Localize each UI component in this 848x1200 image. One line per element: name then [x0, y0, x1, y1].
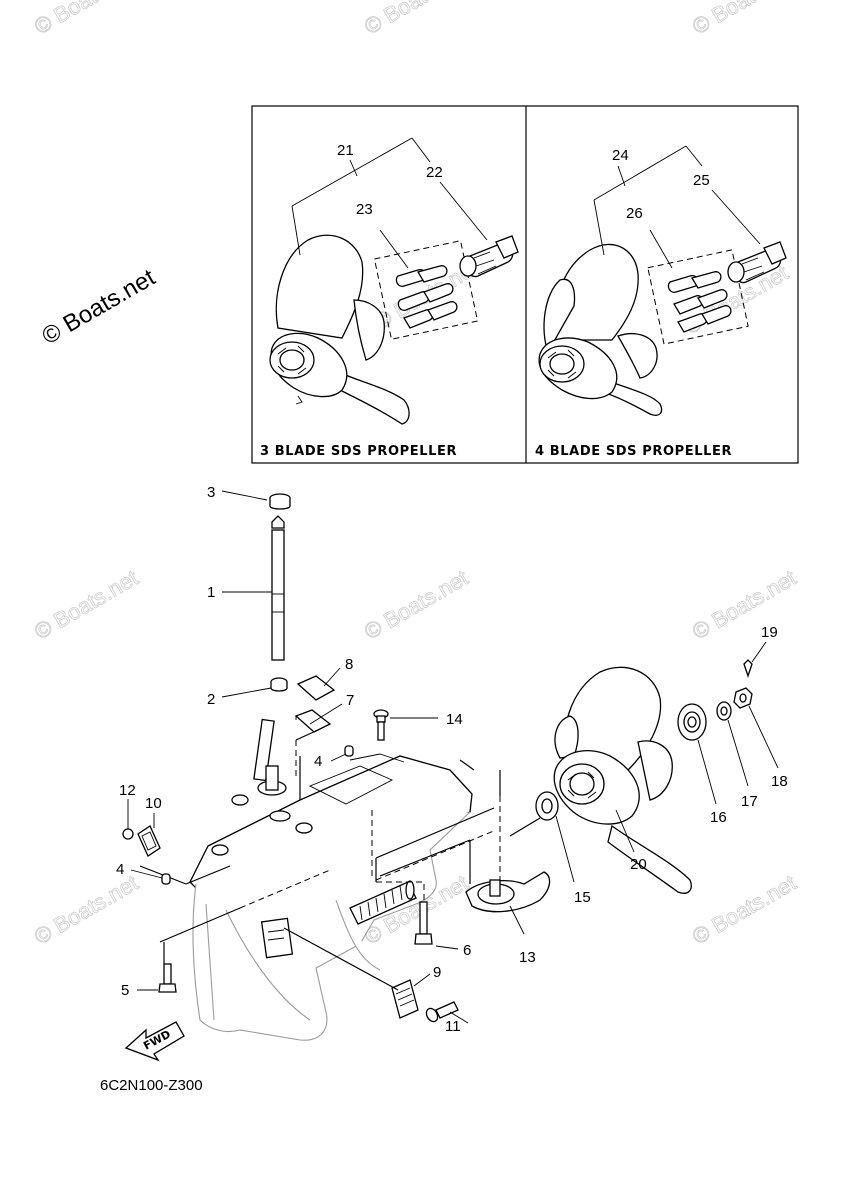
callout-21: 21: [337, 142, 354, 159]
part-12-screw: [122, 799, 134, 840]
watermark: © Boats.net: [30, 0, 142, 39]
callout-25: 25: [693, 172, 710, 189]
callout-1: 1: [207, 584, 215, 601]
three-blade-propeller: [269, 234, 410, 425]
part-7-plate: [294, 703, 343, 733]
part-13-trim-tab: [465, 871, 551, 935]
watermark: © Boats.net: [360, 565, 472, 644]
watermark: © Boats.net: [360, 0, 472, 39]
callout-9: 9: [433, 964, 441, 981]
part-18-nut: [733, 687, 779, 769]
callout-2: 2: [207, 691, 215, 708]
part-6-bolt: [414, 901, 459, 950]
callout-15: 15: [574, 889, 591, 906]
spline-adapter-4blade: [727, 241, 787, 284]
part-20-propeller: [553, 666, 692, 894]
callout-17: 17: [741, 793, 758, 810]
rubber-insert-set-4blade: [647, 249, 749, 345]
callout-10: 10: [145, 795, 162, 812]
callout-6: 6: [463, 942, 471, 959]
part-8-pad: [296, 667, 341, 701]
callout-18: 18: [771, 773, 788, 790]
part-5-bolt: [137, 963, 177, 993]
part-9-anode: [283, 927, 431, 1019]
part-14-bolt: [373, 709, 438, 741]
watermark: © Boats.net: [688, 565, 800, 644]
rubber-insert-set-3blade: [373, 240, 479, 340]
assembly-lines: [139, 729, 541, 964]
callout-14: 14: [446, 711, 463, 728]
watermark: © Boats.net: [688, 0, 800, 39]
watermark-main: © Boats.net: [38, 264, 161, 350]
part-16-spacer: [677, 703, 717, 805]
gearcase-housing: [189, 718, 473, 1041]
callout-24: 24: [612, 147, 629, 164]
callout-4b: 4: [116, 861, 124, 878]
part-2-seal: [221, 677, 288, 698]
part-1-drive-shaft: [222, 515, 285, 661]
callout-19: 19: [761, 624, 778, 641]
callout-7: 7: [346, 692, 354, 709]
callout-22: 22: [426, 164, 443, 181]
part-17-washer: [716, 701, 749, 787]
callout-8: 8: [345, 656, 353, 673]
diagram-code: 6C2N100-Z300: [100, 1077, 203, 1094]
fwd-arrow-icon: FWD: [124, 1021, 185, 1062]
watermark: © Boats.net: [688, 870, 800, 949]
part-15-thrust-washer: [535, 791, 575, 883]
three-blade-leaders: [291, 137, 488, 269]
part-4-dowel-upper: [330, 745, 354, 762]
watermark: © Boats.net: [30, 870, 142, 949]
propeller-inset-box: 3 BLADE SDS PROPELLER 4 BLADE SDS PROPEL…: [251, 105, 799, 464]
four-blade-caption: 4 BLADE SDS PROPELLER: [535, 444, 732, 459]
callout-23: 23: [356, 201, 373, 218]
part-10-cover: [137, 813, 161, 857]
callout-16: 16: [710, 809, 727, 826]
callout-12: 12: [119, 782, 136, 799]
part-11-screw: [425, 1001, 469, 1024]
four-blade-leaders: [593, 145, 761, 269]
part-19-cotter-pin: [743, 641, 767, 679]
part-4-dowel-lower: [130, 869, 171, 885]
callout-20: 20: [630, 856, 647, 873]
three-blade-caption: 3 BLADE SDS PROPELLER: [260, 444, 457, 459]
four-blade-propeller: [538, 243, 663, 416]
callout-11: 11: [445, 1018, 461, 1035]
callout-4a: 4: [314, 753, 322, 770]
callout-13: 13: [519, 949, 536, 966]
callout-5: 5: [121, 982, 129, 999]
watermark: © Boats.net: [30, 565, 142, 644]
spline-adapter-3blade: [459, 235, 519, 278]
callout-26: 26: [626, 205, 643, 222]
callout-3: 3: [207, 484, 215, 501]
part-3-seal: [221, 490, 291, 510]
